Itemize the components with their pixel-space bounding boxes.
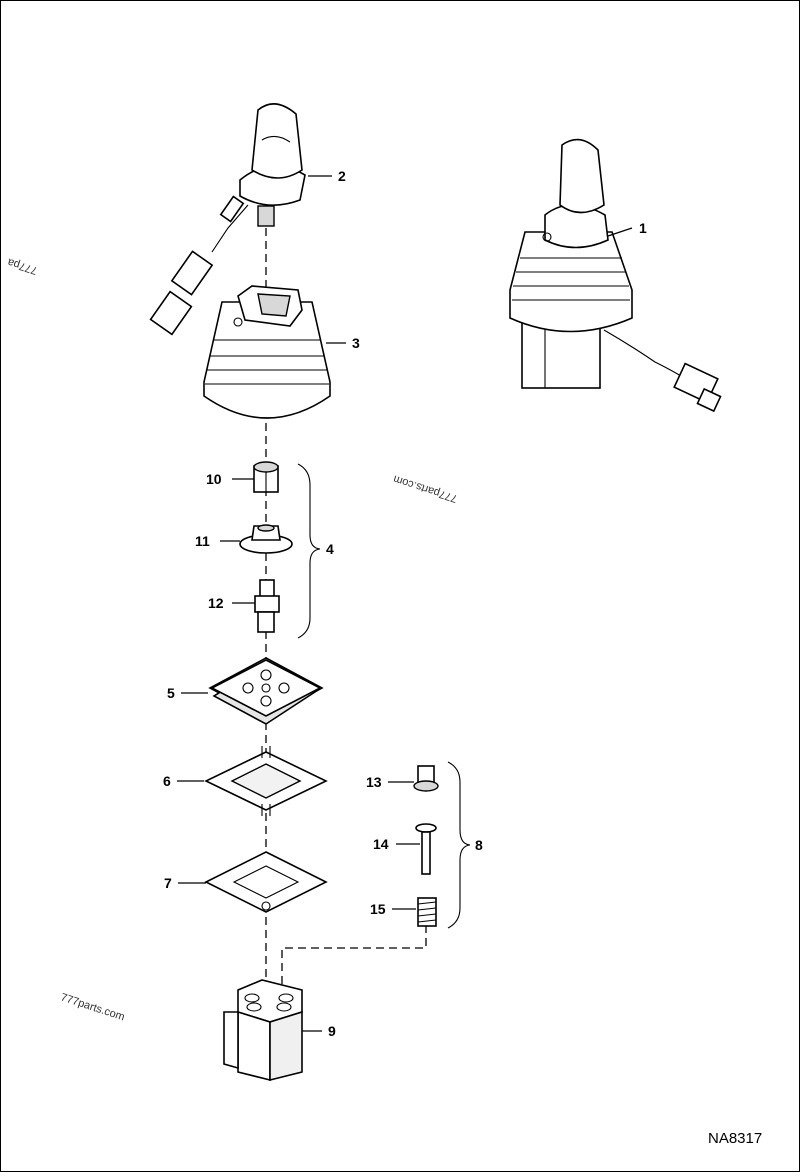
- part-3-boot[interactable]: [203, 285, 331, 419]
- part-13-plunger-cap[interactable]: [413, 765, 439, 792]
- bracket-group-8: [447, 761, 471, 929]
- watermark-bottom-left: 777parts.com: [59, 991, 126, 1023]
- diagram-code: NA8317: [708, 1130, 762, 1147]
- callout-1: 1: [639, 220, 647, 236]
- callout-5: 5: [167, 685, 175, 701]
- watermark-center: 777parts.com: [392, 473, 459, 505]
- part-11-flange-nut[interactable]: [239, 524, 293, 554]
- callout-14: 14: [373, 836, 389, 852]
- callout-11: 11: [195, 533, 210, 549]
- callout-7: 7: [164, 875, 172, 891]
- spring-path-line: [281, 925, 427, 985]
- bracket-group-4: [297, 463, 321, 639]
- callout-15: 15: [370, 901, 386, 917]
- callout-8: 8: [475, 837, 483, 853]
- part-7-plate[interactable]: [204, 851, 328, 913]
- callout-2: 2: [338, 168, 346, 184]
- part-2-handle[interactable]: [149, 103, 306, 336]
- part-6-plate[interactable]: [204, 746, 328, 816]
- part-14-plunger[interactable]: [415, 823, 437, 875]
- part-9-valve-body[interactable]: [223, 979, 303, 1082]
- part-10-nut[interactable]: [253, 461, 279, 493]
- part-5-plate[interactable]: [208, 657, 324, 725]
- callout-13: 13: [366, 774, 382, 790]
- part-1-joystick-assembly[interactable]: [509, 138, 722, 413]
- callout-12: 12: [208, 595, 224, 611]
- callout-10: 10: [206, 471, 222, 487]
- callout-6: 6: [163, 773, 171, 789]
- callout-9: 9: [328, 1023, 336, 1039]
- callout-4: 4: [326, 541, 334, 557]
- part-12-stud[interactable]: [254, 579, 280, 633]
- watermark-top-left: 777pa: [5, 255, 39, 276]
- callout-3: 3: [352, 335, 360, 351]
- part-15-spring[interactable]: [417, 897, 437, 927]
